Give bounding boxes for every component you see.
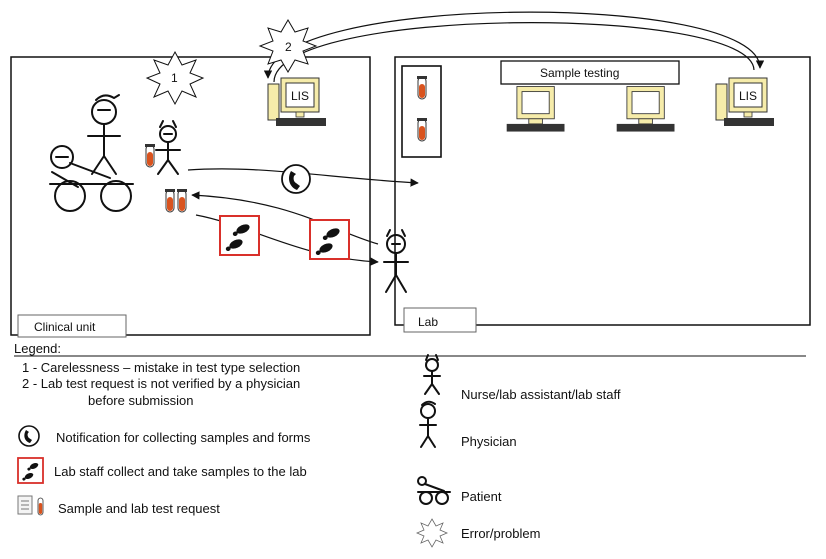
lis-label-lab: LIS [739, 89, 757, 103]
test-tube-icon [144, 143, 156, 168]
test-tube-icon [416, 117, 428, 142]
collection-arrow-to-lab [195, 214, 379, 266]
lab-label-box [403, 307, 477, 333]
legend-title: Legend: [14, 341, 61, 356]
error-1-number: 1 [171, 71, 178, 85]
phone-icon [281, 164, 311, 194]
lab-staff-figure [383, 229, 409, 293]
sample-rack [401, 65, 442, 158]
collection-arrow-to-clinic [191, 191, 379, 245]
legend-error: Error/problem [461, 526, 540, 541]
patient-legend-icon [417, 476, 451, 505]
legend-collect: Lab staff collect and take samples to th… [54, 464, 307, 479]
legend-notification: Notification for collecting samples and … [56, 430, 311, 445]
document-icon [17, 495, 33, 515]
footprints-icon [219, 215, 260, 256]
computer-icon: LIS [715, 77, 775, 127]
clinical-unit-box [10, 56, 371, 336]
test-tube-icon [164, 188, 176, 213]
lab-computer-2 [616, 86, 675, 132]
patient-figure [49, 145, 134, 212]
lab-box [394, 56, 811, 326]
legend-physician: Physician [461, 434, 517, 449]
footprints-icon [309, 219, 350, 260]
error-star-icon [145, 50, 205, 106]
phone-icon [18, 425, 40, 447]
clinical-unit-label-box [17, 314, 127, 338]
error-star-icon [258, 19, 318, 73]
lis-label-clinical: LIS [291, 89, 309, 103]
legend-item-2-line2: before submission [88, 393, 194, 408]
legend-item-1: 1 - Carelessness – mistake in test type … [22, 360, 300, 375]
legend-nurse: Nurse/lab assistant/lab staff [461, 387, 621, 402]
physician-legend-icon [419, 400, 437, 448]
lab-computer-1 [506, 86, 565, 132]
legend-patient: Patient [461, 489, 502, 504]
sample-testing-label: Sample testing [540, 66, 619, 80]
sample-testing-box [500, 60, 680, 85]
clinical-unit-label: Clinical unit [34, 320, 96, 334]
test-tube-icon [416, 75, 428, 100]
test-tube-icon [37, 497, 44, 516]
legend-item-2-line1: 2 - Lab test request is not verified by … [22, 376, 300, 391]
physician-figure [87, 94, 121, 175]
computer-icon: LIS [267, 77, 327, 127]
nurse-legend-icon [423, 354, 441, 395]
footprints-icon [17, 457, 44, 484]
nurse-figure [155, 120, 181, 175]
error-2-number: 2 [285, 40, 292, 54]
lab-label: Lab [418, 315, 438, 329]
legend-sample-request: Sample and lab test request [58, 501, 220, 516]
error-star-icon [415, 518, 449, 548]
test-tube-icon [176, 188, 188, 213]
